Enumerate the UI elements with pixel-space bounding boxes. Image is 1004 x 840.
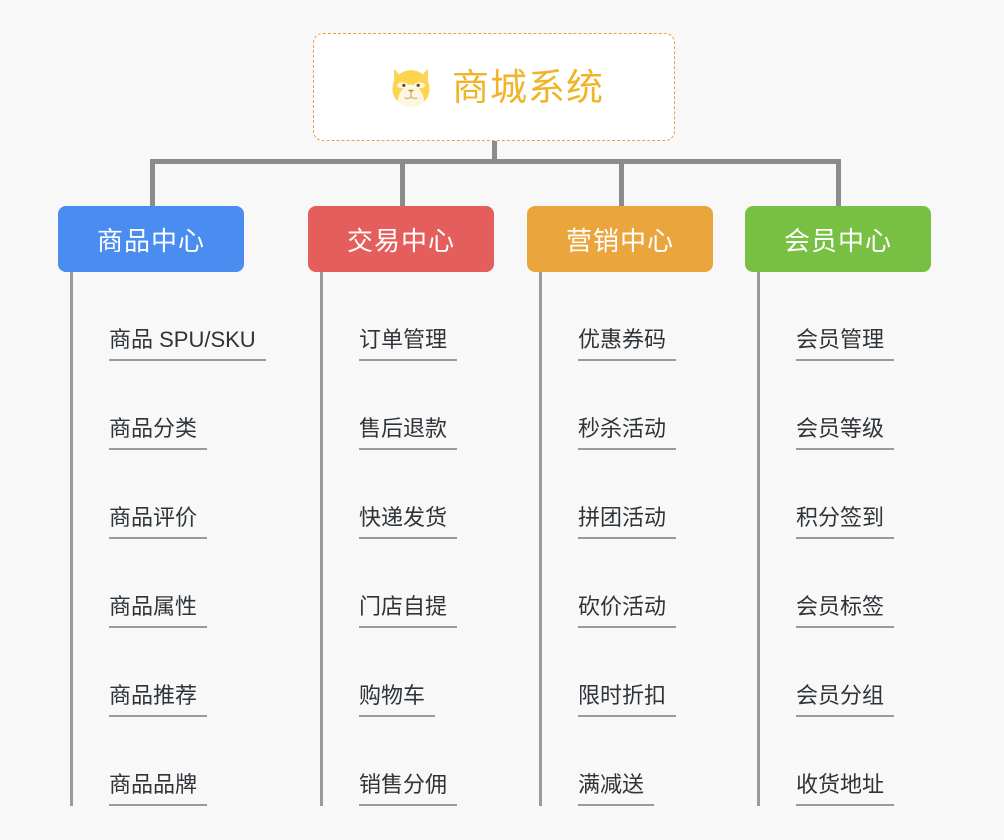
- branch-header[interactable]: 商品中心: [58, 206, 244, 272]
- child-item[interactable]: 销售分佣: [323, 717, 494, 806]
- child-item[interactable]: 商品品牌: [73, 717, 266, 806]
- child-item-label: 限时折扣: [578, 683, 677, 717]
- child-item-label: 门店自提: [359, 594, 458, 628]
- child-item[interactable]: 收货地址: [760, 717, 931, 806]
- child-item-label: 订单管理: [359, 327, 458, 361]
- child-item[interactable]: 订单管理: [323, 272, 494, 361]
- child-item[interactable]: 满减送: [542, 717, 713, 806]
- child-item[interactable]: 限时折扣: [542, 628, 713, 717]
- branch-children: 会员管理 会员等级 积分签到 会员标签 会员分组 收货地址: [757, 272, 931, 806]
- child-item[interactable]: 门店自提: [323, 539, 494, 628]
- child-item-label: 秒杀活动: [578, 416, 677, 450]
- branch-marketing-center: 营销中心 优惠券码 秒杀活动 拼团活动 砍价活动 限时折扣 满减送: [527, 206, 713, 806]
- branch-header-label: 商品中心: [96, 225, 205, 256]
- branch-transaction-center: 交易中心 订单管理 售后退款 快递发货 门店自提 购物车 销售分佣: [308, 206, 494, 806]
- child-item[interactable]: 会员管理: [760, 272, 931, 361]
- branch-header-label: 会员中心: [783, 225, 892, 256]
- connector-drop-2: [400, 159, 405, 207]
- child-item[interactable]: 会员标签: [760, 539, 931, 628]
- branch-product-center: 商品中心 商品 SPU/SKU 商品分类 商品评价 商品属性 商品推荐 商品品牌: [58, 206, 266, 806]
- child-item-label: 会员等级: [796, 416, 895, 450]
- child-item-label: 商品评价: [109, 505, 208, 539]
- root-node[interactable]: 商城系统: [313, 33, 675, 141]
- child-item-label: 销售分佣: [359, 772, 458, 806]
- child-item-label: 商品分类: [109, 416, 208, 450]
- branch-header-label: 营销中心: [565, 225, 674, 256]
- child-item[interactable]: 商品 SPU/SKU: [73, 272, 266, 361]
- child-item-label: 快递发货: [359, 505, 458, 539]
- child-item[interactable]: 购物车: [323, 628, 494, 717]
- child-item-label: 会员标签: [796, 594, 895, 628]
- child-item-label: 拼团活动: [578, 505, 677, 539]
- child-item-label: 商品 SPU/SKU: [109, 327, 266, 361]
- branch-children: 订单管理 售后退款 快递发货 门店自提 购物车 销售分佣: [320, 272, 494, 806]
- child-item-label: 优惠券码: [578, 327, 677, 361]
- child-item[interactable]: 商品属性: [73, 539, 266, 628]
- child-item[interactable]: 秒杀活动: [542, 361, 713, 450]
- child-item[interactable]: 砍价活动: [542, 539, 713, 628]
- child-item[interactable]: 商品评价: [73, 450, 266, 539]
- child-item-label: 商品属性: [109, 594, 208, 628]
- child-item[interactable]: 会员分组: [760, 628, 931, 717]
- child-item-label: 积分签到: [796, 505, 895, 539]
- child-item[interactable]: 积分签到: [760, 450, 931, 539]
- child-item[interactable]: 会员等级: [760, 361, 931, 450]
- branch-children: 商品 SPU/SKU 商品分类 商品评价 商品属性 商品推荐 商品品牌: [70, 272, 266, 806]
- connector-drop-4: [836, 159, 841, 207]
- child-item[interactable]: 快递发货: [323, 450, 494, 539]
- connector-drop-3: [619, 159, 624, 207]
- connector-horizontal-bar: [150, 159, 841, 164]
- branch-member-center: 会员中心 会员管理 会员等级 积分签到 会员标签 会员分组 收货地址: [745, 206, 931, 806]
- child-item-label: 收货地址: [796, 772, 895, 806]
- branch-header[interactable]: 交易中心: [308, 206, 494, 272]
- child-item[interactable]: 商品分类: [73, 361, 266, 450]
- root-title: 商城系统: [452, 66, 604, 108]
- child-item-label: 购物车: [359, 683, 436, 717]
- child-item-label: 会员分组: [796, 683, 895, 717]
- child-item-label: 满减送: [578, 772, 655, 806]
- shiba-dog-face-icon: [392, 68, 430, 108]
- branch-header[interactable]: 营销中心: [527, 206, 713, 272]
- child-item-label: 售后退款: [359, 416, 458, 450]
- child-item[interactable]: 商品推荐: [73, 628, 266, 717]
- connector-drop-1: [150, 159, 155, 207]
- child-item-label: 会员管理: [796, 327, 895, 361]
- child-item-label: 商品品牌: [109, 772, 208, 806]
- branch-header-label: 交易中心: [346, 225, 455, 256]
- child-item[interactable]: 拼团活动: [542, 450, 713, 539]
- child-item[interactable]: 优惠券码: [542, 272, 713, 361]
- branch-children: 优惠券码 秒杀活动 拼团活动 砍价活动 限时折扣 满减送: [539, 272, 713, 806]
- child-item[interactable]: 售后退款: [323, 361, 494, 450]
- child-item-label: 商品推荐: [109, 683, 208, 717]
- branch-header[interactable]: 会员中心: [745, 206, 931, 272]
- connector-stem: [492, 141, 497, 163]
- child-item-label: 砍价活动: [578, 594, 677, 628]
